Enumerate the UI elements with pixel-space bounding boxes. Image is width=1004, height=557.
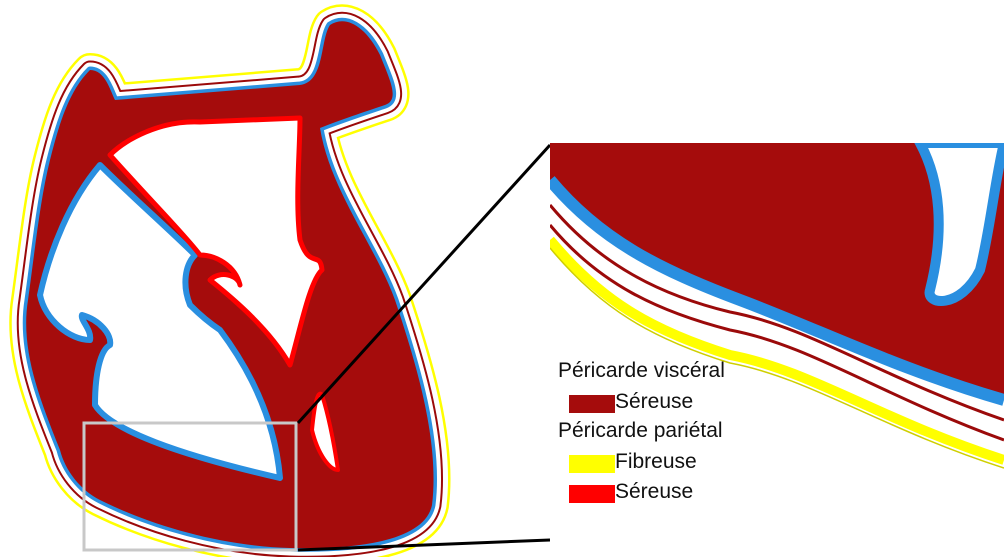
legend-label-visceral-serous: Séreuse: [615, 388, 693, 416]
legend-item-parietal-fibrous: Fibreuse: [569, 446, 988, 476]
legend-item-parietal-serous: Séreuse: [569, 476, 988, 506]
legend-swatch-red: [569, 485, 615, 503]
legend-heading-visceral: Péricarde viscéral: [558, 356, 988, 386]
legend-item-visceral-serous: Séreuse: [569, 386, 988, 416]
legend: Péricarde viscéral Séreuse Péricarde par…: [558, 356, 988, 506]
legend-swatch-dark-red: [569, 395, 615, 413]
legend-label-parietal-fibrous: Fibreuse: [615, 448, 697, 476]
legend-swatch-yellow: [569, 455, 615, 473]
legend-heading-parietal: Péricarde pariétal: [558, 416, 988, 446]
legend-label-parietal-serous: Séreuse: [615, 478, 693, 506]
